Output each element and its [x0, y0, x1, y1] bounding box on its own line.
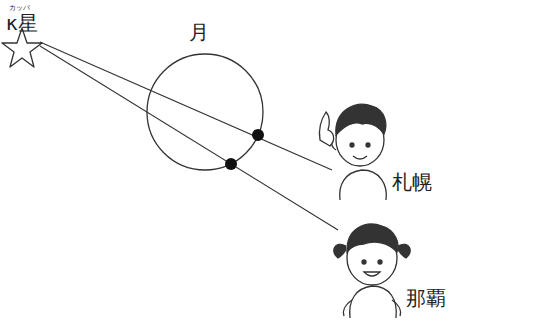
contact-dot [252, 129, 264, 141]
moon-label: 月 [189, 22, 209, 42]
place-label: 那覇 [406, 288, 446, 308]
boy-figure [319, 104, 386, 200]
sight-line [40, 42, 332, 170]
girl-figure [334, 224, 410, 318]
place-label: 札幌 [392, 172, 432, 192]
contact-dot [225, 158, 237, 170]
star-symbol [2, 28, 42, 67]
ruby-text: カッパ [9, 5, 30, 12]
moon-circle [147, 54, 263, 170]
sight-line [40, 46, 338, 230]
star-label: κ星 [6, 13, 38, 33]
